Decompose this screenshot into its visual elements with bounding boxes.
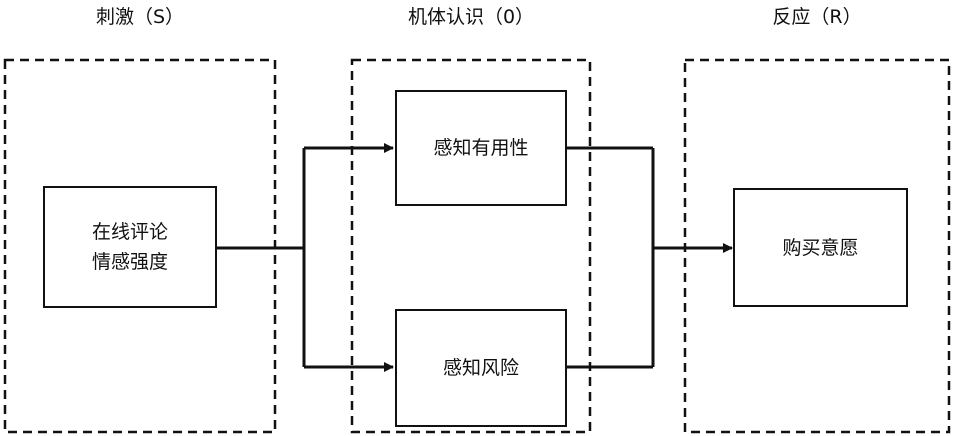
node-perceived-usefulness-label: 感知有用性 xyxy=(433,137,529,159)
response-container xyxy=(683,58,951,434)
node-purchase-intention-label: 购买意愿 xyxy=(782,236,859,259)
stimulus-title: 刺激（S） xyxy=(95,6,185,28)
stimulus-container xyxy=(3,58,277,434)
node-purchase-intention: 购买意愿 xyxy=(733,188,908,307)
node-perceived-usefulness: 感知有用性 xyxy=(395,90,567,206)
node-review-sentiment: 在线评论 情感强度 xyxy=(43,186,217,308)
node-review-sentiment-label: 在线评论 情感强度 xyxy=(91,221,168,273)
node-perceived-risk: 感知风险 xyxy=(395,309,567,427)
organism-title: 机体认识（0） xyxy=(407,6,535,28)
node-perceived-risk-label: 感知风险 xyxy=(442,357,519,379)
organism-container xyxy=(350,58,592,434)
response-title: 反应（R） xyxy=(772,6,862,28)
